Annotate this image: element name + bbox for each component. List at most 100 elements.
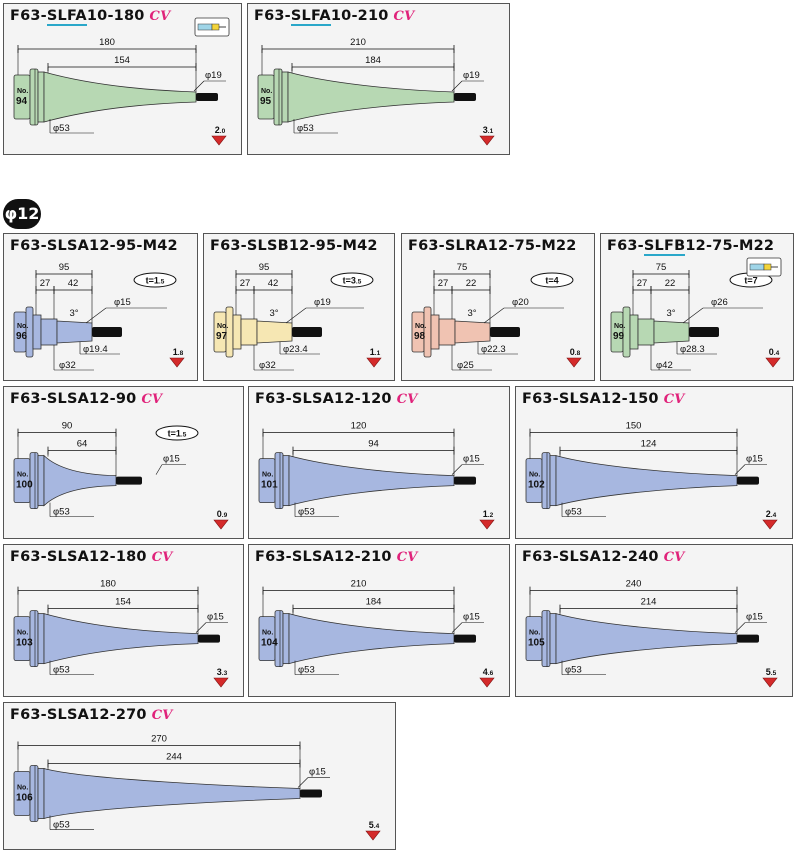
tool-99-model-code: F63-SLFB12-75-M22 (607, 238, 775, 256)
tool-106-base-diameter: φ53 (53, 820, 70, 831)
tool-96-total-length: 95 (59, 262, 70, 273)
tool-95-weight-marker: 3.1 (479, 125, 495, 146)
tool-102-cv-mark: CV (663, 392, 685, 407)
tool-94-holder-thumbnail-icon (194, 17, 230, 37)
tool-96-collar (32, 314, 42, 350)
tool-94-taper-length: 154 (114, 55, 130, 66)
tool-106-weight-arrow-icon (365, 830, 381, 841)
tool-104-weight-marker: 4.6 (479, 667, 495, 688)
tool-104-taper-length: 184 (366, 597, 382, 608)
tool-94-weight-arrow-icon (211, 135, 227, 146)
tool-97-weight-label: 1.1 (370, 347, 381, 357)
tool-98-weight-label: 0.8 (570, 347, 581, 357)
tool-104-weight-label: 4.6 (483, 667, 494, 677)
tool-102-tool-shank (737, 476, 759, 485)
tool-102-flange (525, 452, 557, 510)
tool-97-number: 97 (216, 331, 228, 342)
tool-106-tip-diameter: φ15 (309, 767, 326, 778)
tool-94-tip-diameter: φ19 (205, 70, 222, 81)
tool-97-tip-diameter: φ19 (314, 297, 331, 308)
tool-96-number: 96 (16, 331, 28, 342)
tool-98-tip-diameter: φ20 (512, 297, 529, 308)
tool-100-number: 100 (16, 480, 33, 491)
tool-95-total-length: 210 (350, 37, 366, 48)
tool-97-total-length: 95 (259, 262, 270, 273)
tool-99-holder-thumbnail-icon (746, 257, 782, 277)
tool-99-thickness-label: t=7 (744, 276, 757, 286)
tool-100-base-diameter: φ53 (53, 507, 70, 518)
tool-103-number: 103 (16, 638, 33, 649)
tool-102-weight-arrow-icon (762, 519, 778, 530)
tool-95-weight-label: 3.1 (483, 125, 494, 135)
tool-95-taper-body (287, 71, 455, 123)
tool-96-base-diameter: φ32 (59, 360, 76, 371)
tool-104-flange (258, 610, 290, 668)
tool-96-nose-taper (56, 320, 93, 344)
tool-100-number-prefix: No. (17, 472, 28, 479)
tool-100-total-length: 90 (62, 421, 73, 432)
tool-97-model-code: F63-SLSB12-95-M42 (210, 238, 378, 254)
tool-97-taper-angle: 3° (269, 308, 278, 319)
tool-103-tool-shank (198, 634, 220, 643)
tool-99-collar (629, 314, 639, 350)
tool-96-weight-arrow-icon (169, 357, 185, 368)
tool-98-nose-taper (454, 320, 491, 344)
tool-97-step-length-1: 27 (240, 278, 251, 289)
tool-106-weight-label: 5.4 (369, 820, 380, 830)
tool-105-weight-arrow-icon (762, 677, 778, 688)
tool-100-weight-marker: 0.9 (213, 509, 229, 530)
tool-94-total-length: 180 (99, 37, 115, 48)
tool-104-tip-diameter: φ15 (463, 612, 480, 623)
tool-95-cv-mark: CV (393, 9, 415, 24)
tool-98-number-prefix: No. (415, 323, 426, 330)
tool-105-weight-label: 5.5 (766, 667, 777, 677)
tool-101-tip-diameter: φ15 (463, 454, 480, 465)
tool-106-flange (13, 765, 45, 822)
tool-97-number-prefix: No. (217, 323, 228, 330)
tool-96-flange (13, 306, 34, 358)
tool-97-step-length-2: 42 (268, 278, 279, 289)
tool-99-weight-marker: 0.4 (765, 347, 781, 368)
tool-105-tool-shank (737, 634, 759, 643)
tool-103-weight-marker: 3.3 (213, 667, 229, 688)
tool-99-base-diameter: φ42 (656, 360, 673, 371)
tool-100-tip-diameter: φ15 (163, 454, 180, 465)
tool-101-total-length: 120 (351, 421, 367, 432)
tool-94-weight-label: 2.0 (215, 125, 226, 135)
tool-95-tip-diameter: φ19 (463, 70, 480, 81)
tool-103-weight-label: 3.3 (217, 667, 228, 677)
tool-99-tool-shank (689, 327, 719, 337)
tool-101-flange (258, 452, 290, 510)
tool-94-taper-body (43, 71, 197, 123)
tool-102-base-diameter: φ53 (565, 507, 582, 518)
tool-105-base-diameter: φ53 (565, 665, 582, 676)
tool-96-step-body (40, 318, 58, 346)
tool-104-tool-shank (454, 634, 476, 643)
tool-103-total-length: 180 (100, 579, 116, 590)
tool-100-weight-arrow-icon (213, 519, 229, 530)
tool-105-total-length: 240 (626, 579, 642, 590)
tool-97-base-diameter: φ32 (259, 360, 276, 371)
tool-95-tool-shank (454, 93, 476, 101)
tool-102-weight-label: 2.4 (766, 509, 777, 519)
tool-104-weight-arrow-icon (479, 677, 495, 688)
tool-96-thickness-badge: t=1.5 (133, 272, 177, 288)
tool-104-taper-body (288, 613, 455, 665)
